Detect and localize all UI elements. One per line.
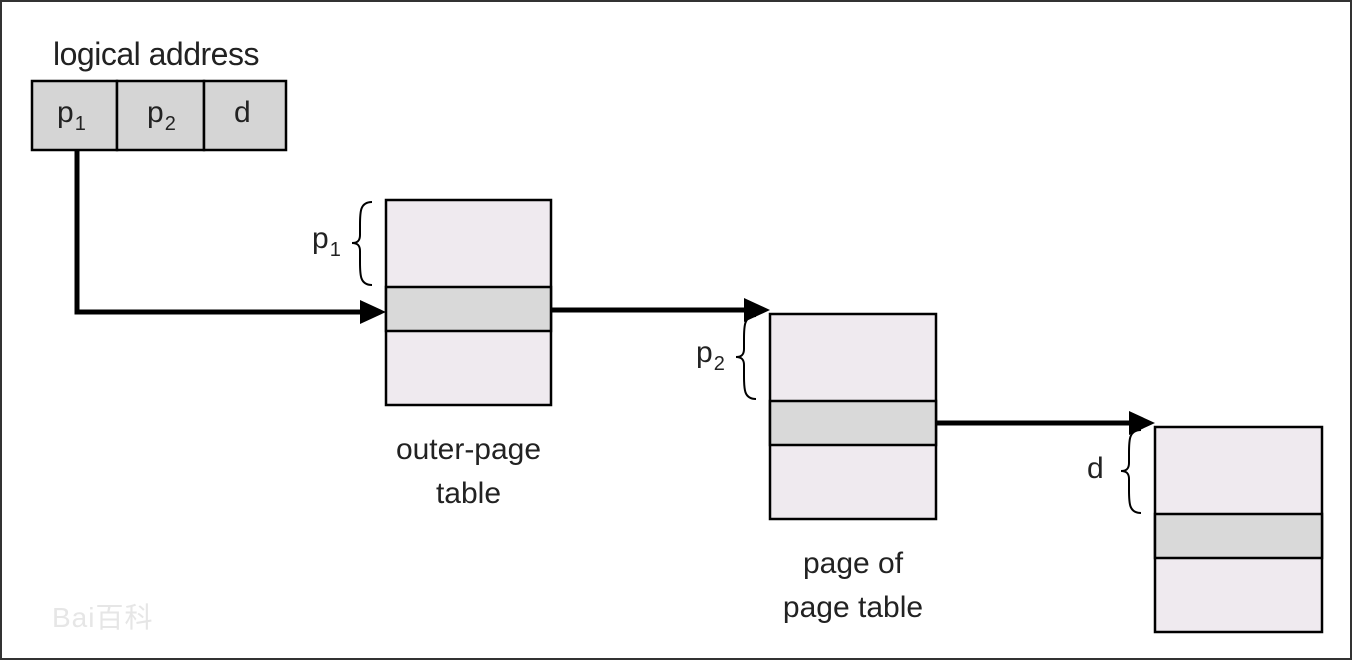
outer-table-entry — [384, 285, 553, 333]
field-d — [202, 79, 288, 152]
memory-page-entry — [1153, 512, 1324, 560]
brace-d — [1120, 429, 1142, 514]
field-p1-label: p1 — [57, 96, 86, 135]
field-p2-main: p — [147, 96, 164, 129]
memory-index-label: d — [1087, 452, 1104, 486]
watermark: Bai百科 — [52, 602, 154, 633]
outer-index-label: p1 — [312, 222, 341, 261]
brace-p2 — [735, 315, 757, 400]
arrows — [74, 150, 1131, 426]
field-p1-main: p — [57, 96, 74, 129]
memory-index-main: d — [1087, 452, 1104, 485]
outer-table-caption: outer-page table — [366, 428, 571, 516]
logical-address-title: logical address — [53, 36, 259, 72]
arrow-p1-to-outer — [74, 150, 362, 315]
field-d-main: d — [234, 96, 251, 129]
outer-page-table — [384, 198, 553, 407]
page-of-page-table — [768, 312, 938, 521]
field-p2-label: p2 — [147, 96, 176, 135]
outer-index-sub: 1 — [329, 239, 341, 261]
inner-table-entry — [768, 399, 938, 447]
field-p2-sub: 2 — [164, 113, 176, 135]
memory-page — [1153, 425, 1324, 634]
braces — [351, 201, 1142, 514]
outer-index-main: p — [312, 222, 329, 255]
inner-index-main: p — [696, 336, 713, 369]
field-p2 — [115, 79, 206, 152]
outer-caption-line2: table — [435, 477, 502, 510]
arrowhead-1 — [360, 300, 386, 324]
field-d-label: d — [234, 96, 251, 130]
inner-caption-line1: page of — [802, 547, 904, 580]
outer-caption-line1: outer-page — [395, 433, 542, 466]
inner-index-label: p2 — [696, 336, 725, 375]
field-p1-sub: 1 — [74, 113, 86, 135]
inner-index-sub: 2 — [713, 353, 725, 375]
brace-p1 — [351, 201, 373, 286]
inner-table-caption: page of page table — [750, 542, 956, 630]
logical-address-box — [30, 79, 288, 152]
inner-caption-line2: page table — [782, 591, 924, 624]
arrowhead-3 — [1129, 411, 1155, 435]
